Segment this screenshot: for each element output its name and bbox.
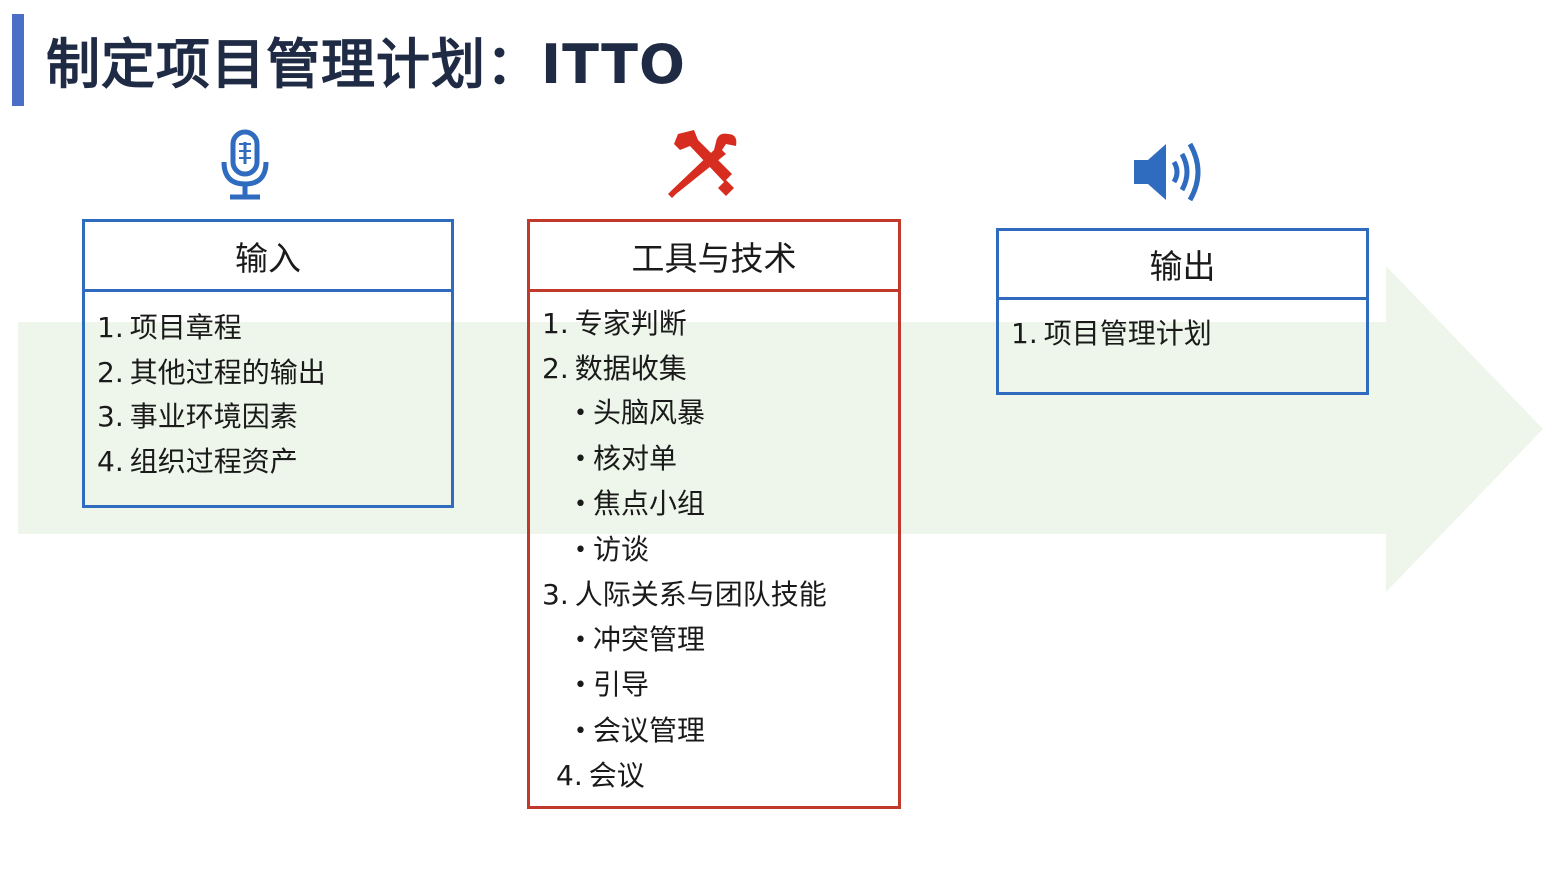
speaker-icon	[1134, 142, 1201, 202]
input-header: 输入	[85, 222, 451, 292]
tools-header: 工具与技术	[530, 222, 898, 292]
list-item: 1.专家判断	[542, 302, 898, 347]
output-header: 输出	[999, 231, 1366, 300]
sub-list-item: •焦点小组	[542, 482, 898, 528]
item-number: 1.	[97, 311, 124, 344]
bullet-icon: •	[574, 627, 587, 653]
sub-item-text: 访谈	[592, 532, 649, 566]
list-item: 1.项目章程	[97, 306, 451, 351]
item-number: 2.	[542, 351, 569, 385]
sub-list-item: •头脑风暴	[542, 391, 898, 437]
sub-item-text: 冲突管理	[592, 622, 705, 656]
item-text: 项目章程	[129, 311, 242, 344]
sub-item-text: 会议管理	[592, 713, 705, 747]
item-number: 2.	[97, 355, 124, 389]
item-text: 事业环境因素	[129, 400, 298, 433]
list-item: 3.人际关系与团队技能	[542, 573, 898, 618]
bullet-icon: •	[574, 718, 587, 744]
bullet-icon: •	[574, 401, 587, 426]
page-title: 制定项目管理计划：ITTO	[46, 33, 686, 96]
tools-icon	[668, 130, 737, 198]
sub-item-text: 焦点小组	[592, 487, 705, 520]
title-accent-bar	[12, 14, 24, 106]
sub-item-text: 引导	[592, 668, 649, 701]
sub-list-item: •冲突管理	[542, 618, 898, 664]
sub-list-item: •访谈	[542, 528, 898, 574]
sub-item-text: 头脑风暴	[592, 396, 705, 429]
bullet-icon: •	[574, 673, 587, 698]
item-text: 专家判断	[574, 307, 687, 340]
list-item: 4.会议	[542, 754, 898, 799]
sub-list-item: •核对单	[542, 437, 898, 483]
item-text: 组织过程资产	[129, 444, 298, 478]
item-text: 人际关系与团队技能	[574, 578, 827, 611]
item-number: 1.	[1011, 317, 1038, 350]
list-item: 2.其他过程的输出	[97, 351, 451, 396]
bullet-icon: •	[574, 446, 587, 472]
list-item: 2.数据收集	[542, 347, 898, 392]
output-list: 1.项目管理计划	[999, 300, 1366, 357]
microphone-icon	[221, 129, 269, 200]
sub-list-item: •引导	[542, 663, 898, 709]
list-item: 3.事业环境因素	[97, 395, 451, 440]
item-number: 1.	[542, 307, 569, 340]
item-number: 3.	[97, 400, 124, 433]
bullet-icon: •	[574, 537, 587, 563]
list-item: 1.项目管理计划	[1011, 312, 1366, 357]
item-text: 数据收集	[574, 351, 687, 385]
item-text: 项目管理计划	[1043, 317, 1212, 350]
item-number: 3.	[542, 578, 569, 611]
sub-list-item: •会议管理	[542, 709, 898, 755]
item-number: 4.	[97, 444, 124, 478]
bullet-icon: •	[574, 492, 587, 517]
list-item: 4.组织过程资产	[97, 440, 451, 485]
flow-arrow	[18, 266, 1543, 592]
item-text: 会议	[588, 759, 645, 792]
output-box: 输出 1.项目管理计划	[996, 228, 1369, 395]
sub-item-text: 核对单	[592, 441, 677, 475]
item-number: 4.	[556, 759, 583, 792]
item-text: 其他过程的输出	[129, 355, 326, 389]
